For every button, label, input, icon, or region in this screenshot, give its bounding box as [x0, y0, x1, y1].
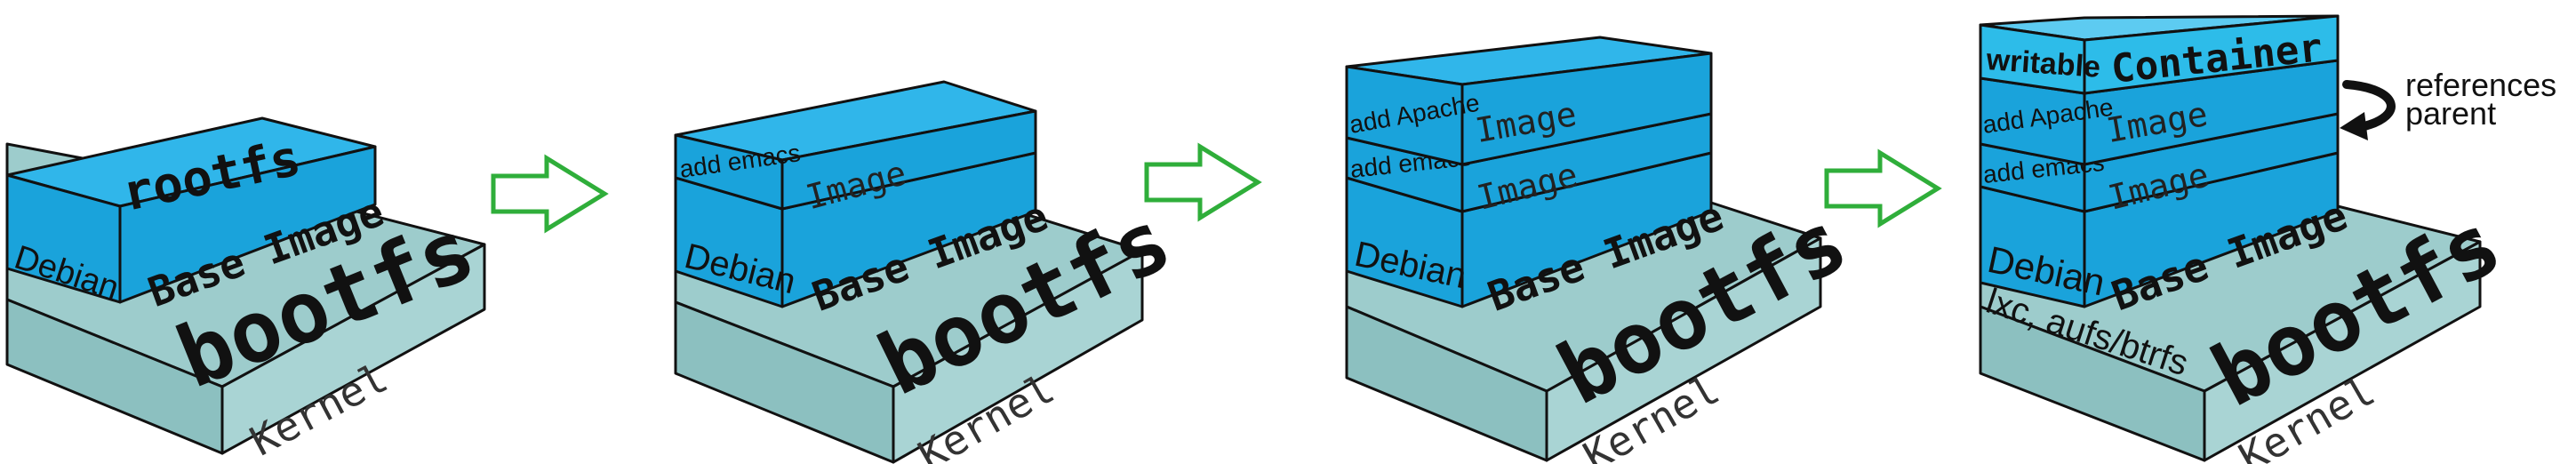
arrow-2-shape — [1144, 142, 1262, 222]
kernel-left-face-4 — [1979, 305, 2206, 462]
arrow-3 — [1824, 148, 1942, 228]
kernel-left-face-2 — [674, 300, 895, 464]
apache-front-face-3 — [1460, 52, 1713, 166]
parent-label: parent — [2405, 95, 2496, 132]
arrow-3-shape — [1824, 148, 1942, 228]
panel-4: bootfs Kernel lxc, aufs/btrfs Debian Bas… — [1979, 14, 2556, 464]
writable-label: writable — [1984, 43, 2101, 84]
base-image-front-face — [118, 145, 377, 304]
emacs-layer-2: add emacs Image — [674, 80, 1037, 217]
arrow-1-shape — [491, 154, 609, 234]
references-label: references — [2405, 67, 2556, 103]
arrow-1 — [491, 154, 609, 234]
panel-2: bootfs Kernel Debian Base Image add emac… — [674, 80, 1185, 464]
container-front-face-4 — [2083, 14, 2340, 95]
curved-arrow-icon — [2342, 80, 2396, 131]
base-image-block-3: Debian Base Image — [1345, 151, 1730, 321]
references-parent-annotation: references parent — [2340, 67, 2556, 140]
apache-layer-3: add Apache Image — [1345, 36, 1713, 166]
kernel-left-face — [5, 298, 224, 455]
panel-1: bootfs Kernel rootfs Debian Base Image — [5, 116, 487, 464]
kernel-left-face-3 — [1345, 305, 1548, 462]
emacs-front-face-2 — [780, 109, 1037, 211]
emacs-layer-4: add emacs Image — [1979, 112, 2340, 218]
panel-3: bootfs Kernel Debian Base Image add emac… — [1345, 36, 1862, 464]
curved-arrow-head-icon — [2340, 112, 2368, 140]
arrow-2 — [1144, 142, 1262, 222]
